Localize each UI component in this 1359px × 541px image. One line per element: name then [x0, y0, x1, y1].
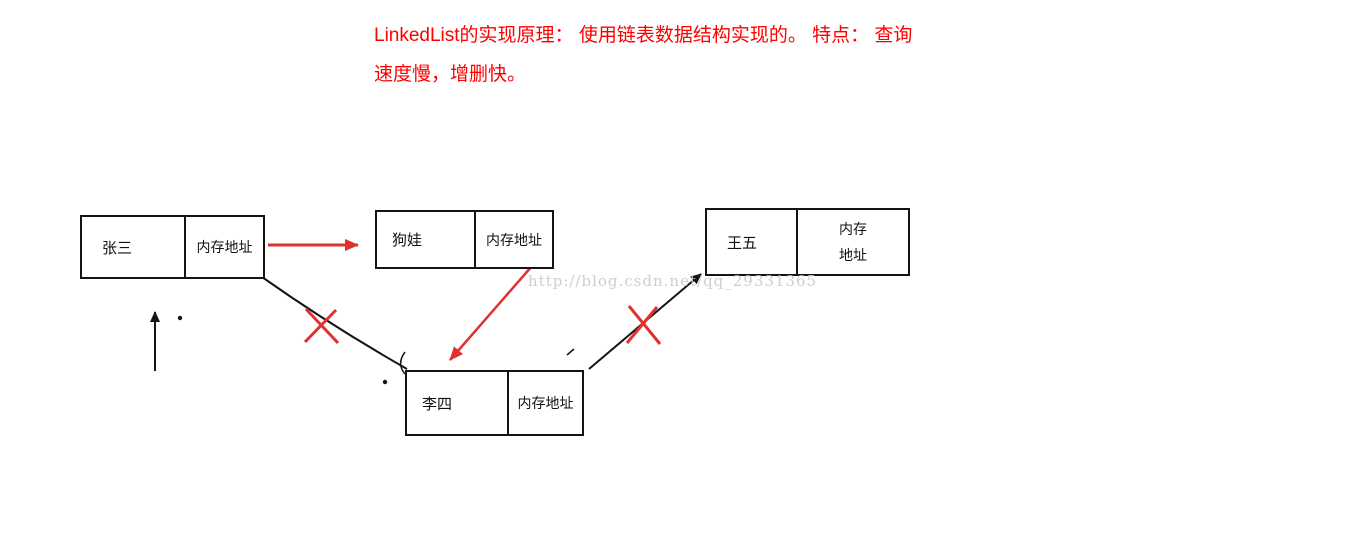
node-wangwu-address: 内存 地址: [798, 210, 908, 274]
node-wangwu-address-line-1: 内存: [839, 221, 867, 237]
node-zhangsan: 张三 内存地址: [80, 215, 265, 279]
node-wangwu-name: 王五: [707, 210, 798, 274]
node-lisi-name: 李四: [407, 372, 509, 434]
edge-gouwa-to-lisi-red-arrow: [449, 265, 533, 361]
cross-mark-on-zhangsan-lisi-edge: [303, 307, 340, 345]
diagram-title: LinkedList的实现原理： 使用链表数据结构实现的。 特点： 查询 速度慢…: [374, 16, 912, 94]
cross-mark-on-lisi-wangwu-edge: [625, 305, 662, 345]
title-line-1: LinkedList的实现原理： 使用链表数据结构实现的。 特点： 查询: [374, 25, 913, 46]
node-lisi: 李四 内存地址: [405, 370, 584, 436]
node-zhangsan-name: 张三: [82, 217, 186, 277]
node-gouwa-name: 狗娃: [377, 212, 476, 267]
node-wangwu-address-line-2: 地址: [839, 247, 867, 263]
node-gouwa: 狗娃 内存地址: [375, 210, 554, 269]
node-lisi-address: 内存地址: [517, 395, 574, 411]
watermark: http://blog.csdn.net/qq_29331365: [528, 272, 818, 290]
node-gouwa-address: 内存地址: [486, 231, 542, 248]
edge-zhangsan-to-lisi-black-line: [261, 276, 408, 375]
title-line-2: 速度慢，增删快。: [374, 64, 527, 85]
node-wangwu: 王五 内存 地址: [705, 208, 910, 276]
node-zhangsan-address: 内存地址: [196, 239, 253, 255]
